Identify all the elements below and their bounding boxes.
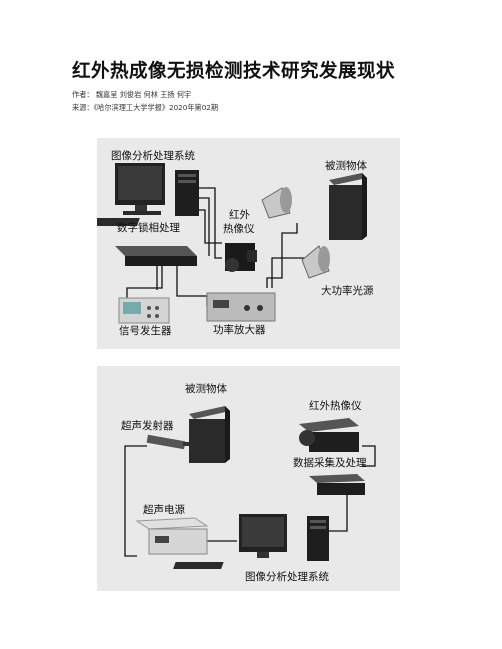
ultrasonic-transducer-icon bbox=[146, 434, 189, 450]
source-line: 来源：《哈尔滨理工大学学报》2020年第02期 bbox=[72, 103, 219, 112]
keyboard-icon bbox=[97, 218, 140, 226]
document-title: 红外热成像无损检测技术研究发展现状 bbox=[72, 61, 396, 82]
lamp-icon-lower bbox=[301, 245, 330, 279]
label-lockin: 数字锁相处理 bbox=[117, 222, 180, 234]
lamp-icon-upper bbox=[261, 187, 292, 219]
monitor-icon bbox=[115, 163, 165, 215]
ir-camera-icon bbox=[225, 243, 257, 272]
monitor-icon bbox=[239, 514, 287, 558]
ir-camera-icon bbox=[299, 418, 359, 452]
label-ir-camera-line2: 热像仪 bbox=[223, 223, 255, 235]
figure-ultrasonic-thermography: 被测物体 超声发射器 红外热像仪 数据采集及处理 超声电源 图像分析处理系统 bbox=[97, 366, 400, 591]
label-test-object: 被测物体 bbox=[325, 160, 367, 172]
ultrasonic-power-supply-icon bbox=[135, 517, 209, 555]
test-object-icon bbox=[329, 173, 367, 240]
keyboard-icon bbox=[173, 562, 224, 569]
daq-device-icon bbox=[309, 474, 365, 495]
amplifier-icon bbox=[206, 292, 276, 322]
test-object-icon bbox=[189, 406, 230, 463]
figure-lockin-thermography: 图像分析处理系统 数字锁相处理 红外 热像仪 被测物体 大功率光源 信号发生器 … bbox=[97, 138, 400, 349]
lockin-device-icon bbox=[115, 246, 197, 266]
signal-generator-icon bbox=[118, 297, 170, 324]
label-signal-generator: 信号发生器 bbox=[119, 325, 172, 337]
label-test-object: 被测物体 bbox=[185, 383, 227, 395]
label-light-source: 大功率光源 bbox=[321, 285, 374, 297]
label-image-system: 图像分析处理系统 bbox=[245, 571, 329, 583]
label-ultrasonic-power: 超声电源 bbox=[143, 504, 185, 516]
label-daq: 数据采集及处理 bbox=[293, 457, 367, 469]
label-ultrasonic-emitter: 超声发射器 bbox=[121, 420, 174, 432]
figure-1-drawing bbox=[97, 163, 367, 324]
figure-2-drawing bbox=[124, 406, 376, 569]
label-amplifier: 功率放大器 bbox=[213, 324, 266, 336]
author-line: 作者： 魏嘉呈 刘俊岩 何林 王扬 何宇 bbox=[72, 90, 192, 99]
computer-tower-icon bbox=[175, 170, 199, 216]
computer-tower-icon bbox=[307, 516, 329, 561]
label-image-system: 图像分析处理系统 bbox=[111, 150, 195, 162]
label-ir-camera: 红外热像仪 bbox=[309, 400, 362, 412]
label-ir-camera-line1: 红外 bbox=[229, 209, 250, 221]
